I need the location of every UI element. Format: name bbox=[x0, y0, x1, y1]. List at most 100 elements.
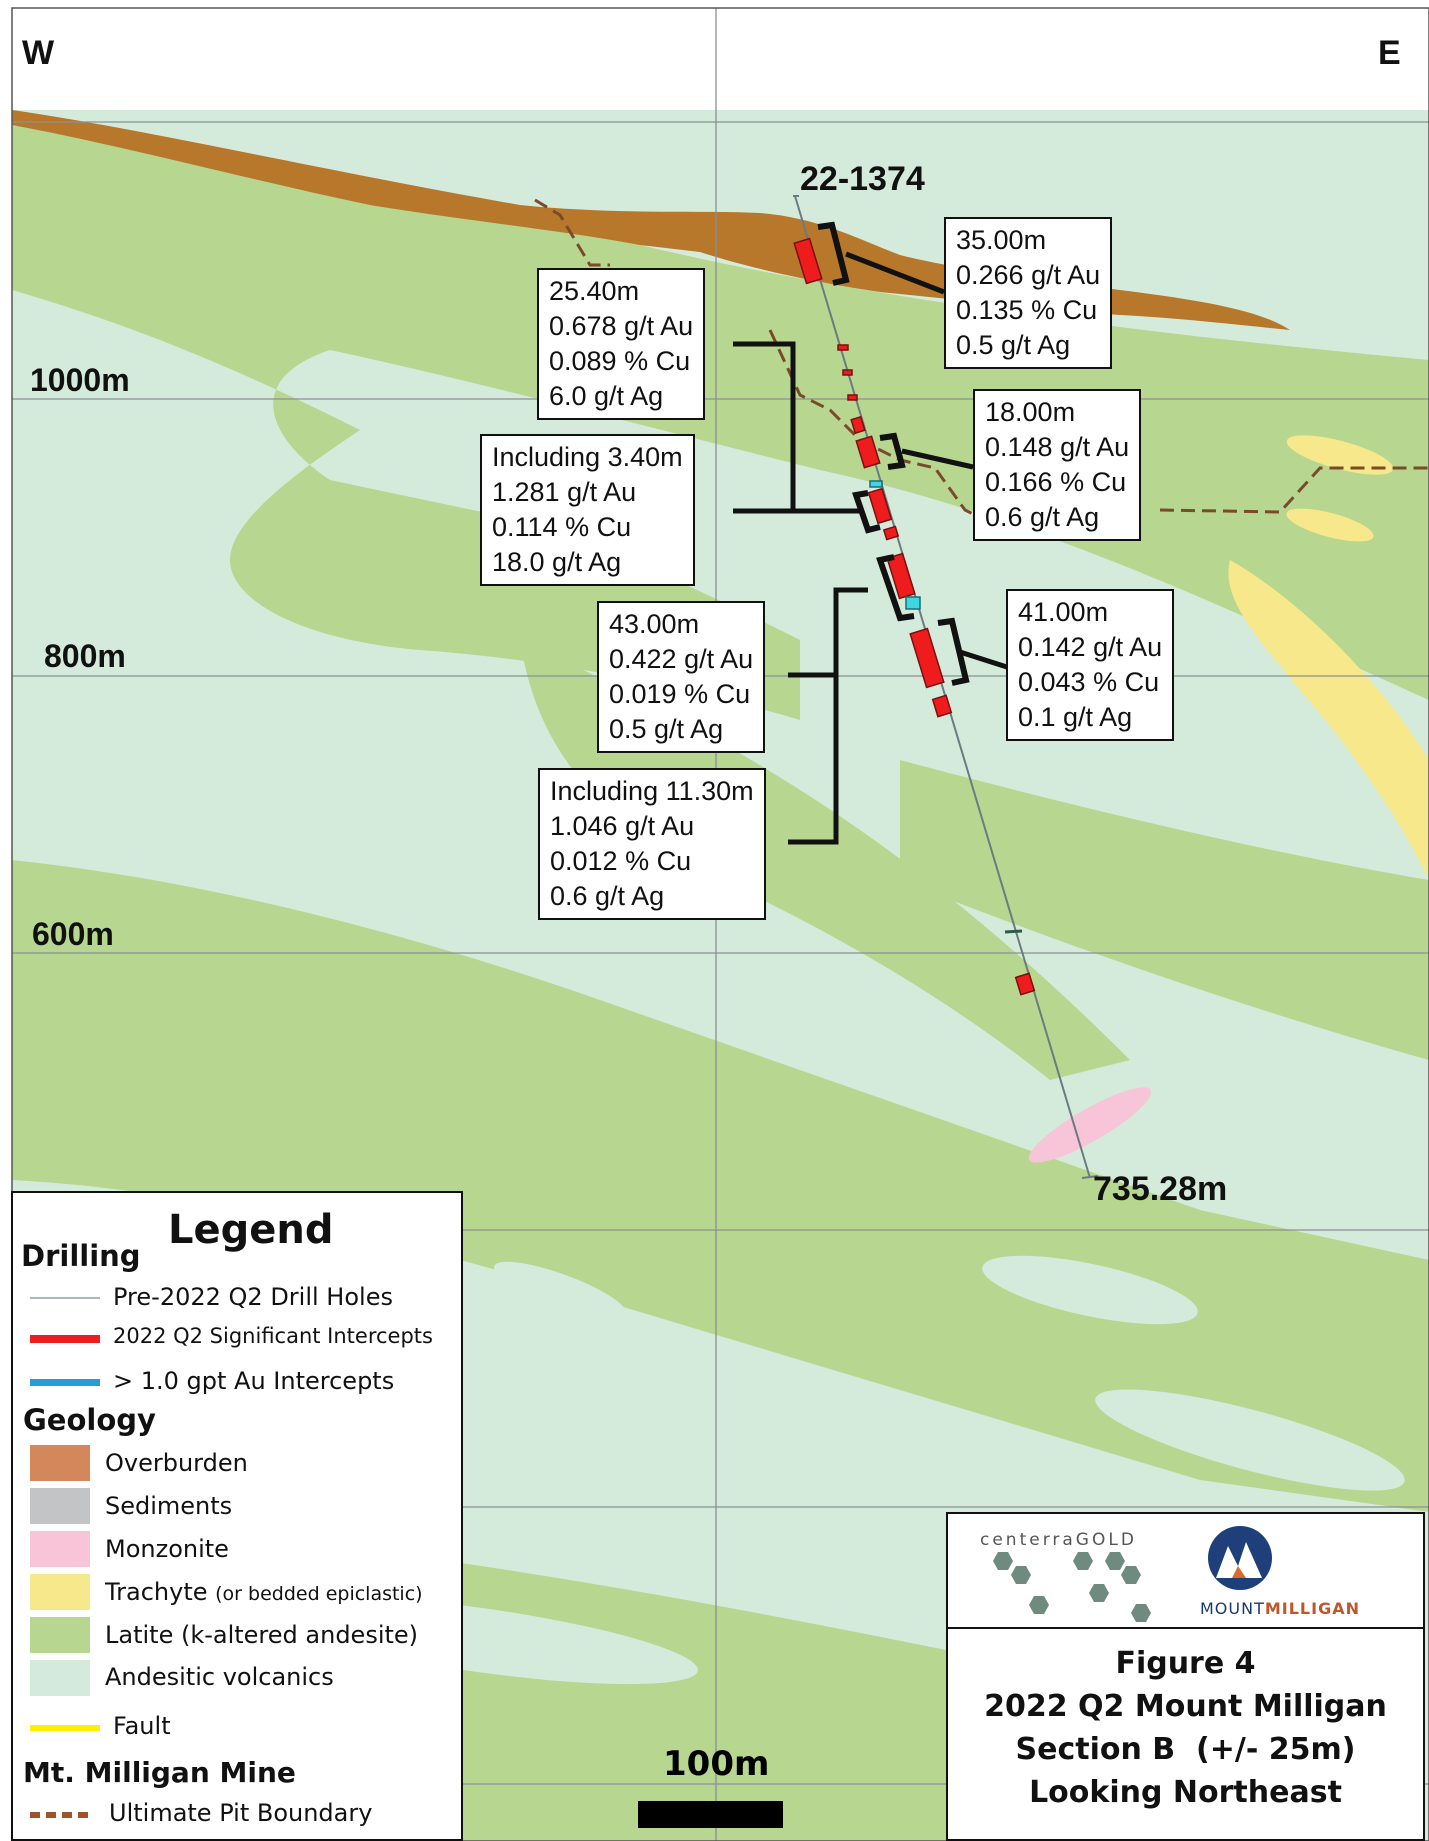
pit-boundary-swatch bbox=[30, 1812, 92, 1818]
intercept-line: 18.00m bbox=[985, 397, 1076, 427]
intercept-line: 25.40m bbox=[549, 276, 640, 306]
west-label: W bbox=[22, 34, 55, 72]
intercept-18m bbox=[855, 435, 881, 469]
drill-hole-trace bbox=[794, 195, 1091, 1179]
andesite-lens-4 bbox=[1095, 1389, 1405, 1491]
drill-hole-tick bbox=[1004, 929, 1023, 934]
intercept-25m bbox=[867, 487, 893, 525]
high-grade-11-3m bbox=[905, 596, 921, 610]
trachyte-lens-3 bbox=[1228, 560, 1429, 880]
intercept-line: 0.1 g/t Ag bbox=[1018, 702, 1133, 732]
intercept-box-41m: 41.00m 0.142 g/t Au 0.043 % Cu 0.1 g/t A… bbox=[1006, 589, 1175, 741]
east-label: E bbox=[1378, 34, 1401, 72]
intercept-line: 0.019 % Cu bbox=[609, 679, 751, 709]
centerra-hexagon-logo bbox=[993, 1552, 1151, 1622]
intercept-line: 0.422 g/t Au bbox=[609, 644, 754, 674]
intercept-line: 1.046 g/t Au bbox=[550, 811, 695, 841]
figure-view: Looking Northeast bbox=[1029, 1775, 1342, 1810]
intercept-box-35m: 35.00m 0.266 g/t Au 0.135 % Cu 0.5 g/t A… bbox=[944, 217, 1113, 369]
trachyte-swatch bbox=[30, 1574, 90, 1610]
latite-band-lower bbox=[12, 860, 1429, 1512]
intercept-deep-1 bbox=[931, 694, 953, 718]
legend-geology-heading: Geology bbox=[23, 1403, 156, 1437]
mount-milligan-wordmark: MOUNTMILLIGAN bbox=[1200, 1599, 1360, 1618]
mount-word: MOUNT bbox=[1200, 1599, 1265, 1618]
intercept-box-25-4m: 25.40m 0.678 g/t Au 0.089 % Cu 6.0 g/t A… bbox=[537, 268, 706, 420]
intercept-small-4 bbox=[850, 415, 866, 435]
intercept-line: 35.00m bbox=[956, 225, 1047, 255]
intercept-43m bbox=[886, 552, 916, 600]
intercept-line: 0.266 g/t Au bbox=[956, 260, 1101, 290]
monzonite-lens bbox=[1028, 1087, 1152, 1163]
map-frame bbox=[11, 7, 1429, 1841]
intercept-line: 0.5 g/t Ag bbox=[956, 330, 1071, 360]
intercept-box-including-11-3m: Including 11.30m 1.046 g/t Au 0.012 % Cu… bbox=[538, 768, 766, 920]
milligan-word: MILLIGAN bbox=[1264, 1599, 1360, 1618]
figure-caption: Figure 4 2022 Q2 Mount Milligan Section … bbox=[948, 1642, 1423, 1814]
fault-swatch bbox=[30, 1725, 100, 1731]
intercept-35m bbox=[793, 237, 823, 285]
intercept-small-3 bbox=[847, 394, 858, 401]
intercept-line: 18.0 g/t Ag bbox=[492, 547, 622, 577]
intercept-line: 0.043 % Cu bbox=[1018, 667, 1160, 697]
latite-band-east bbox=[900, 760, 1429, 1060]
intercept-small-5 bbox=[882, 525, 900, 541]
intercept-line: 0.6 g/t Ag bbox=[985, 502, 1100, 532]
intercept-line: 43.00m bbox=[609, 609, 700, 639]
drill-hole-end-tick bbox=[1081, 1175, 1099, 1179]
scale-bar-label: 100m bbox=[663, 1744, 770, 1784]
monzonite-swatch bbox=[30, 1531, 90, 1567]
intercept-small-2 bbox=[842, 369, 853, 376]
intercept-small-1 bbox=[837, 344, 849, 351]
elevation-label-600m: 600m bbox=[32, 916, 114, 952]
pre-2022-drill-hole-swatch bbox=[30, 1297, 100, 1299]
intercept-box-including-3-4m: Including 3.40m 1.281 g/t Au 0.114 % Cu … bbox=[480, 434, 695, 586]
figure-section: Section B (+/- 25m) bbox=[1015, 1732, 1356, 1767]
grid-lines bbox=[12, 8, 1429, 1841]
legend-item-andesite: Andesitic volcanics bbox=[105, 1663, 334, 1691]
legend-trachyte-label: Trachyte bbox=[105, 1578, 208, 1606]
legend: Legend Drilling Pre-2022 Q2 Drill Holes … bbox=[11, 1191, 463, 1841]
andesite-swatch bbox=[30, 1660, 90, 1696]
latite-swatch bbox=[30, 1617, 90, 1653]
latite-band-main bbox=[12, 110, 1429, 720]
intercept-box-18m: 18.00m 0.148 g/t Au 0.166 % Cu 0.6 g/t A… bbox=[973, 389, 1142, 541]
legend-item-fault: Fault bbox=[113, 1712, 171, 1740]
intercept-line: 0.089 % Cu bbox=[549, 346, 691, 376]
legend-item-sediments: Sediments bbox=[105, 1492, 233, 1520]
legend-drilling-heading: Drilling bbox=[21, 1239, 141, 1273]
drill-hole-id: 22-1374 bbox=[800, 160, 925, 198]
intercept-line: 0.166 % Cu bbox=[985, 467, 1127, 497]
figure-number: Figure 4 bbox=[1115, 1646, 1256, 1681]
legend-item-pit-boundary: Ultimate Pit Boundary bbox=[109, 1799, 373, 1827]
intercept-line: Including 11.30m bbox=[550, 776, 754, 806]
trachyte-lens-2 bbox=[1286, 508, 1374, 542]
legend-item-monzonite: Monzonite bbox=[105, 1535, 229, 1563]
andesite-lens-3 bbox=[982, 1255, 1198, 1325]
intercept-line: 0.142 g/t Au bbox=[1018, 632, 1163, 662]
intercept-line: 0.135 % Cu bbox=[956, 295, 1098, 325]
intercept-line: 0.6 g/t Ag bbox=[550, 881, 665, 911]
intercept-line: Including 3.40m bbox=[492, 442, 683, 472]
legend-item-overburden: Overburden bbox=[105, 1449, 248, 1477]
sediments-swatch bbox=[30, 1488, 90, 1524]
legend-mine-heading: Mt. Milligan Mine bbox=[23, 1756, 296, 1789]
legend-trachyte-note: (or bedded epiclastic) bbox=[215, 1583, 423, 1605]
intercept-line: 6.0 g/t Ag bbox=[549, 381, 664, 411]
leader-lines bbox=[733, 251, 1011, 845]
centerra-gold-wordmark: centerraGOLD bbox=[980, 1530, 1137, 1550]
high-grade-intercepts bbox=[869, 480, 921, 610]
trachyte-lens-1 bbox=[1286, 435, 1394, 475]
intercept-line: 41.00m bbox=[1018, 597, 1109, 627]
mount-milligan-logo bbox=[1208, 1526, 1272, 1590]
intercept-box-43m: 43.00m 0.422 g/t Au 0.019 % Cu 0.5 g/t A… bbox=[597, 601, 766, 753]
andesite-lens-1 bbox=[175, 716, 385, 804]
ultimate-pit-boundary bbox=[534, 198, 1429, 517]
elevation-label-1000m: 1000m bbox=[30, 362, 130, 398]
title-block: centerraGOLD MOUNTMILLIGAN bbox=[946, 1512, 1425, 1841]
legend-item-trachyte: Trachyte (or bedded epiclastic) bbox=[105, 1578, 423, 1606]
legend-item-high-grade: > 1.0 gpt Au Intercepts bbox=[113, 1367, 395, 1395]
intercept-line: 0.012 % Cu bbox=[550, 846, 692, 876]
